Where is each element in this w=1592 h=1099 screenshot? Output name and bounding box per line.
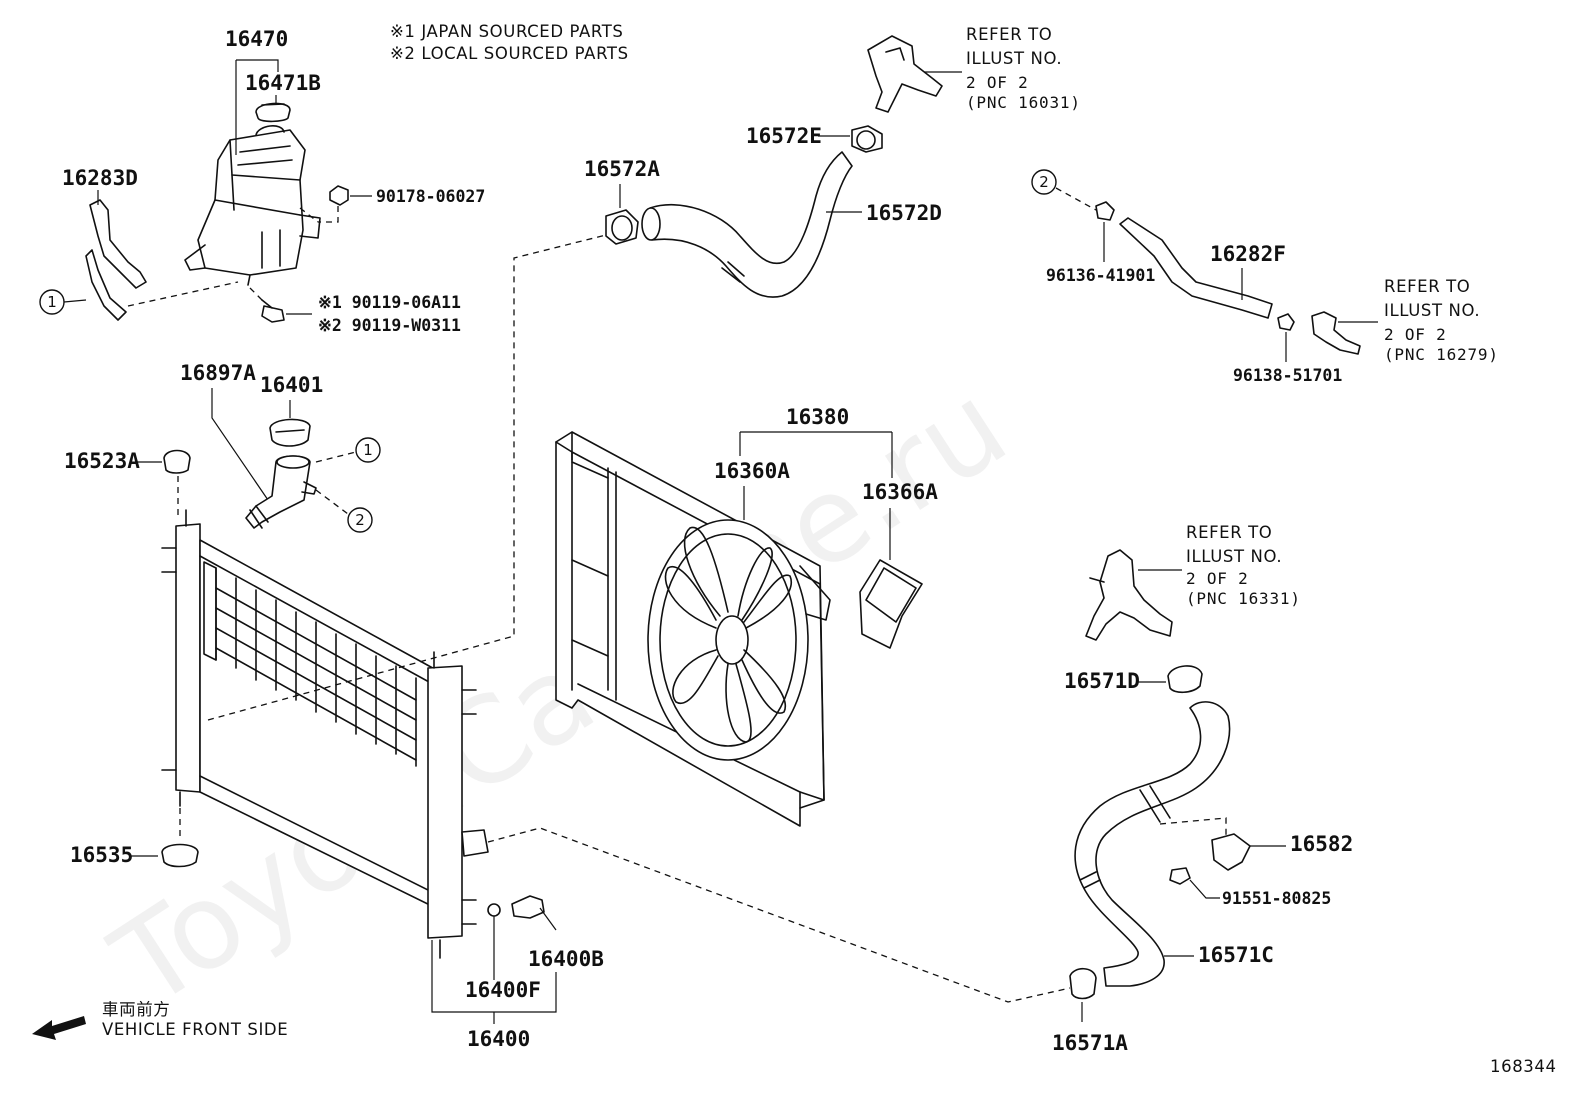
label-16400: 16400 [467,1027,530,1051]
water-inlet-drawing [1085,549,1173,641]
water-outlet-drawing [867,35,943,113]
front-label-en: VEHICLE FRONT SIDE [102,1020,288,1039]
circle-ref-2-heater [1031,169,1057,195]
label-16572E: 16572E [746,124,822,148]
note-local-sourced: ※2 LOCAL SOURCED PARTS [390,44,629,63]
ref2-line2: ILLUST NO. [1384,301,1480,320]
label-16366A: 16366A [862,480,938,504]
clip-96136-drawing [1095,201,1115,221]
upper-hose-drawing [641,151,853,298]
label-90119-W0311: ※2 90119-W0311 [318,316,461,335]
label-16523A: 16523A [64,449,140,473]
bracket-16582-drawing [1211,833,1251,871]
circle-ref-1-neck [355,437,381,463]
label-16535: 16535 [70,843,133,867]
label-16572D: 16572D [866,201,942,225]
hose-16282F-drawing [1119,217,1273,319]
label-90119-06A11: ※1 90119-06A11 [318,293,461,312]
label-16572A: 16572A [584,157,660,181]
label-16470: 16470 [225,27,288,51]
label-16400B: 16400B [528,947,604,971]
figure-id: 168344 [1490,1057,1557,1076]
ref3-line1: REFER TO [1186,523,1272,542]
label-16380: 16380 [786,405,849,429]
fan-shroud-drawing [555,431,831,827]
clamp-16572E-drawing [851,125,883,153]
hose-16283D-drawing [85,199,147,321]
ref2-line3: 2 OF 2 [1384,325,1447,344]
label-16571D: 16571D [1064,669,1140,693]
lower-hose-drawing [1074,701,1231,987]
label-90178-06027: 90178-06027 [376,187,485,206]
reservoir-tank-drawing [184,125,321,286]
label-16400F: 16400F [465,978,541,1002]
cushion-16535-drawing [161,843,199,868]
note-japan-sourced: ※1 JAPAN SOURCED PARTS [390,22,623,41]
label-16471B: 16471B [245,71,321,95]
circle-ref-1-left-text: 1 [47,293,57,311]
label-16401: 16401 [260,373,323,397]
ref1-line1: REFER TO [966,25,1052,44]
circle-ref-1-neck-text: 1 [363,441,373,459]
ref2-line1: REFER TO [1384,277,1470,296]
label-16282F: 16282F [1210,242,1286,266]
label-91551-80825: 91551-80825 [1222,889,1331,908]
ref3-line2: ILLUST NO. [1186,547,1282,566]
ref1-line4: (PNC 16031) [966,93,1081,112]
clamp-16571A-drawing [1069,967,1097,1000]
ref1-line2: ILLUST NO. [966,49,1062,68]
label-16283D: 16283D [62,166,138,190]
label-16571C: 16571C [1198,943,1274,967]
heater-pipe-16279-drawing [1311,311,1361,355]
label-16360A: 16360A [714,459,790,483]
bolt-90119-drawing [261,299,285,323]
filler-neck-drawing [245,455,317,529]
label-16571A: 16571A [1052,1031,1128,1055]
label-96138-51701: 96138-51701 [1233,366,1342,385]
clip-96138-drawing [1277,313,1295,331]
label-16582: 16582 [1290,832,1353,856]
plate-16366A-drawing [859,559,923,649]
radiator-cap-drawing [269,418,311,447]
reservoir-cap-drawing [255,102,291,123]
circle-ref-2-neck-text: 2 [355,511,365,529]
label-16897A: 16897A [180,361,256,385]
front-arrow-icon [32,1016,86,1040]
label-96136-41901: 96136-41901 [1046,266,1155,285]
ref3-line3: 2 OF 2 [1186,569,1249,588]
cushion-16523A-drawing [163,449,191,474]
drain-cock-drawing [487,895,545,919]
ref2-line4: (PNC 16279) [1384,345,1499,364]
bolt-91551-drawing [1169,867,1191,885]
ref3-line4: (PNC 16331) [1186,589,1301,608]
circle-ref-2-heater-text: 2 [1039,173,1049,191]
radiator-drawing [161,509,489,959]
ref1-line3: 2 OF 2 [966,73,1029,92]
nut-90178-drawing [329,185,349,206]
circle-ref-2-neck [347,507,373,533]
clamp-16572A-drawing [605,209,639,245]
front-label-jp: 車両前方 [102,1000,170,1019]
clamp-16571D-drawing [1167,665,1203,694]
